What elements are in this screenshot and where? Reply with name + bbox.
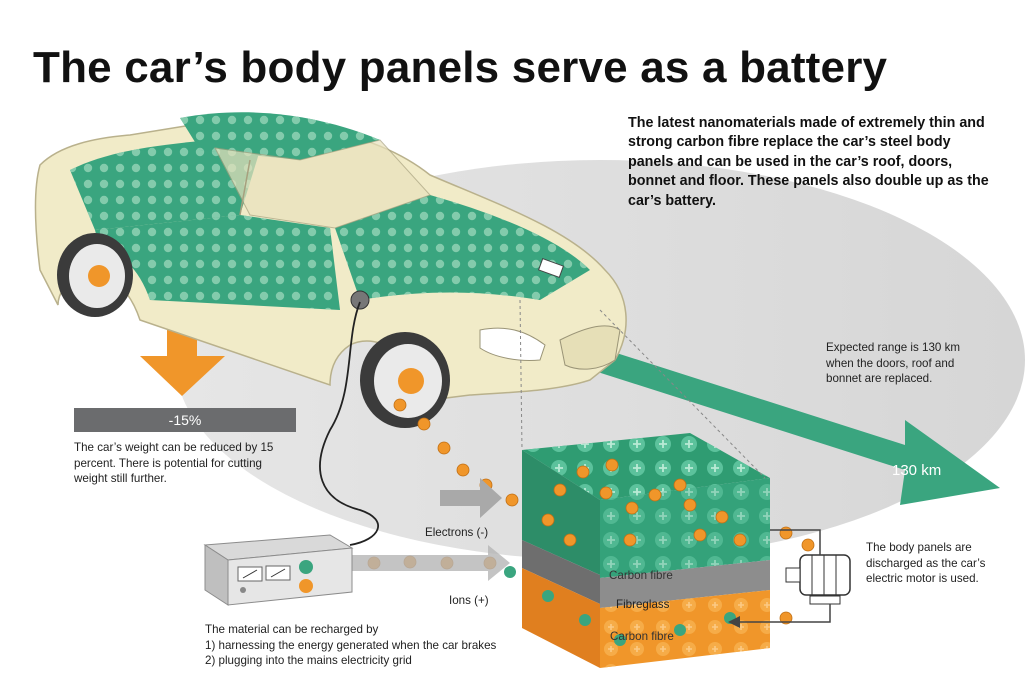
charger-box [203,534,354,606]
ions-label: Ions (+) [449,594,489,607]
motor-wire-top [770,529,821,555]
charging-cable [319,301,379,546]
weight-text: The car’s weight can be reduced by 15 pe… [74,441,274,485]
recharge-text: The material can be recharged by 1) harn… [205,622,585,669]
battery-block [519,299,770,668]
weight-reduction-badge: -15% [74,408,296,432]
rear-wheel [57,233,133,317]
page-title: The car’s body panels serve as a battery [33,43,888,92]
motor-wire-bottom [740,604,831,623]
front-wheel [360,332,450,428]
ion-arrow [350,545,510,581]
layer-fibreglass: Fibreglass [616,598,670,611]
electrons-label: Electrons (-) [425,526,489,539]
intro-text: The latest nanomaterials made of extreme… [628,115,989,209]
layer-carbon-fibre-top: Carbon fibre [609,569,673,582]
car-illustration [34,112,627,428]
electric-motor-icon [785,554,851,605]
discharge-text: The body panels are discharged as the ca… [866,541,986,585]
recharge-intro: The material can be recharged by [205,623,379,636]
range-text: Expected range is 130 km when the doors,… [826,341,961,385]
range-arrow [560,335,1000,505]
electron-arrow [440,478,502,518]
recharge-line-2: 2) plugging into the mains electricity g… [205,654,412,667]
recharge-line-1: 1) harnessing the energy generated when … [205,638,497,652]
layer-carbon-fibre-bottom: Carbon fibre [610,630,674,643]
range-value: 130 km [892,462,942,479]
